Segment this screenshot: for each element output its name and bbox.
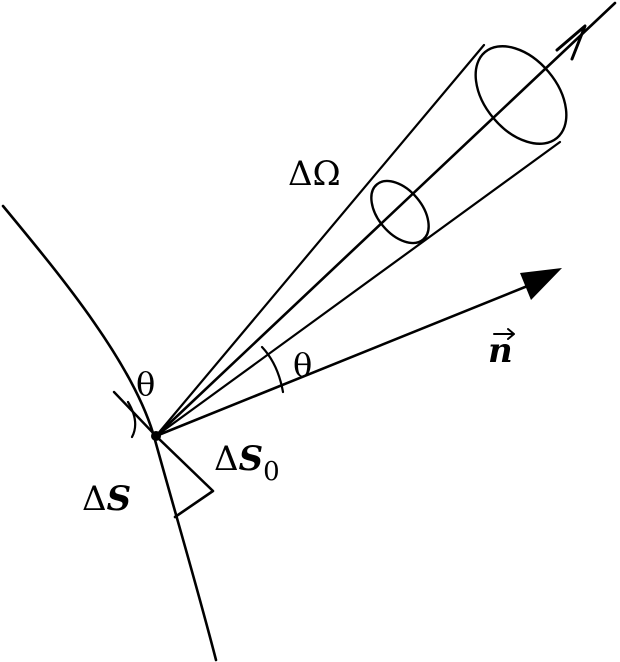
projected-area-subscript: 0 bbox=[263, 457, 280, 487]
cone-cross-section-large bbox=[474, 45, 568, 145]
normal-vector-line bbox=[154, 283, 532, 438]
cone-edge-upper bbox=[154, 43, 486, 438]
area-element-s: S bbox=[107, 479, 132, 519]
projected-area-element bbox=[154, 434, 215, 519]
origin-point bbox=[151, 431, 161, 441]
projected-area-s: S bbox=[239, 439, 264, 479]
direction-arrowhead bbox=[555, 24, 587, 61]
angle-label-normal: θ bbox=[293, 346, 312, 384]
angle-arc-surface bbox=[126, 400, 137, 439]
area-element-label: ΔS bbox=[82, 479, 131, 519]
surface-curve bbox=[1, 204, 218, 662]
angle-label-surface: θ bbox=[136, 365, 155, 403]
tangent-line bbox=[112, 390, 158, 438]
cone-cross-section-small bbox=[370, 179, 430, 245]
solid-angle-label: ΔΩ bbox=[288, 154, 341, 194]
normal-vector-label-arrow bbox=[493, 328, 515, 340]
cone-edge-lower bbox=[154, 140, 562, 438]
projected-area-delta: Δ bbox=[214, 439, 239, 479]
normal-vector-arrowhead bbox=[520, 268, 562, 300]
angle-arc-normal bbox=[260, 345, 285, 394]
direction-vector-line bbox=[154, 1, 617, 438]
projected-area-label: ΔS0 bbox=[214, 439, 280, 487]
area-element-delta: Δ bbox=[82, 479, 107, 519]
